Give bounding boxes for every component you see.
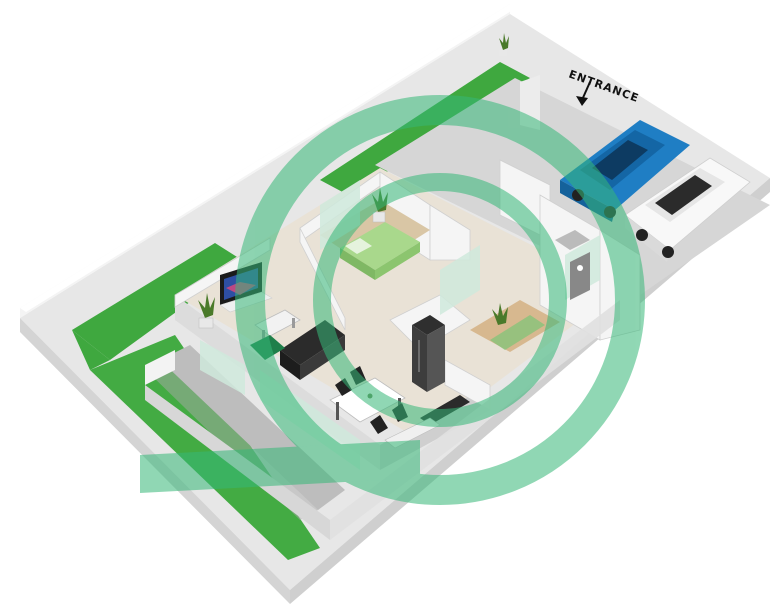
watermark-logo-icon: [140, 95, 645, 505]
plant-icon: [499, 33, 509, 56]
entrance-arrow-icon: [576, 81, 591, 106]
plant-icon: [198, 293, 215, 329]
car-icon: [624, 157, 751, 262]
wood-landing: [470, 300, 560, 352]
plant-icon: [492, 303, 508, 325]
fridge-icon: [412, 315, 445, 392]
bed-icon: [340, 222, 420, 280]
bedroom: [320, 200, 430, 280]
bathroom: [555, 230, 590, 300]
garden-lawn-top: [320, 62, 530, 196]
